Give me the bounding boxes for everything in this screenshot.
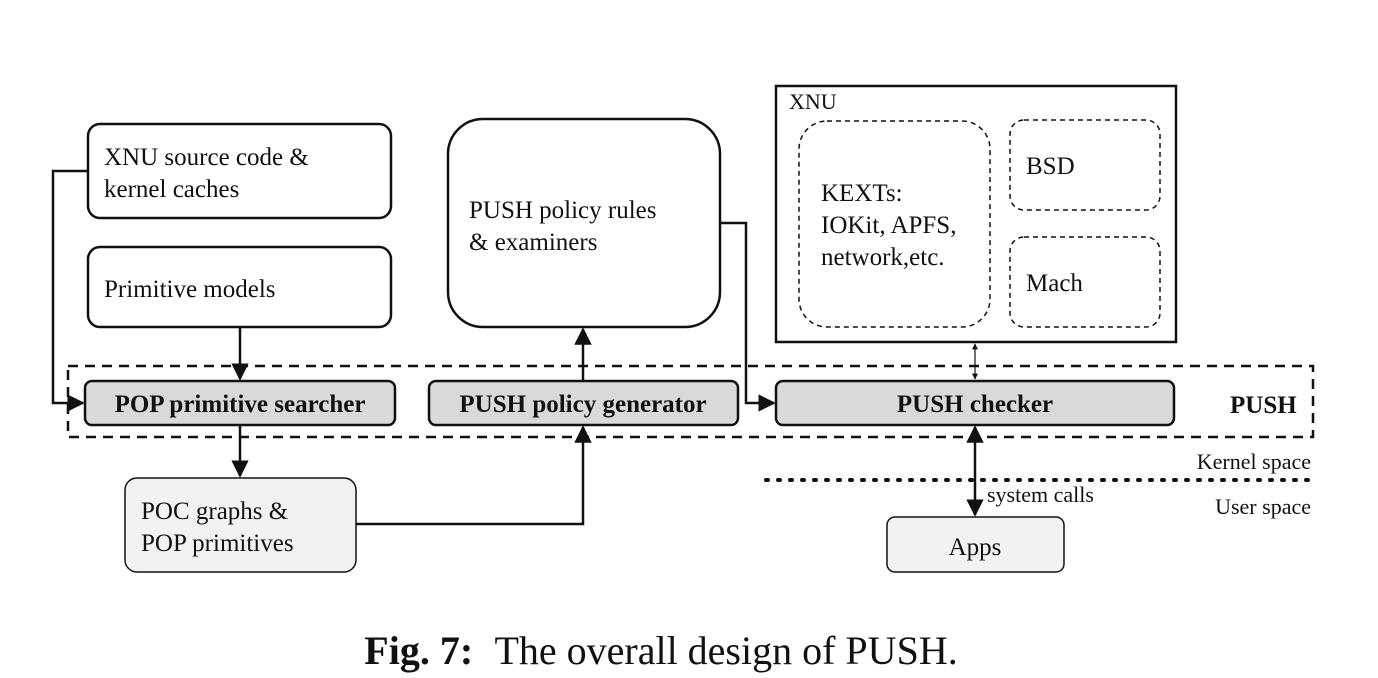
figure-caption: Fig. 7: The overall design of PUSH. (364, 628, 957, 673)
xnu-label: XNU (789, 89, 837, 114)
kexts-box (798, 120, 991, 328)
xnu-source-box (86, 122, 393, 220)
mach-box (1009, 236, 1161, 328)
poc-graphs-label: POC graphs & POP primitives (141, 498, 294, 557)
poc-graphs-box (124, 477, 357, 573)
push-checker-label: PUSH checker (897, 391, 1053, 418)
caption-prefix: Fig. 7: (364, 628, 473, 673)
arrow-poc-to-generator (356, 425, 592, 526)
push-region (66, 364, 1315, 439)
mach-label: Mach (1026, 270, 1083, 297)
bsd-label: BSD (1026, 153, 1075, 180)
xnu-box (774, 84, 1178, 344)
apps-box (886, 516, 1065, 573)
primitive-models-label: Primitive models (104, 276, 276, 303)
pop-searcher-label: POP primitive searcher (115, 391, 366, 418)
user-space-label: User space (1215, 494, 1311, 519)
push-region-label: PUSH (1230, 392, 1297, 419)
caption-body: The overall design of PUSH. (494, 628, 957, 673)
system-calls-label: system calls (987, 482, 1094, 507)
kexts-label: KEXTs: IOKit, APFS, network,etc. (821, 180, 963, 271)
arrow-source-to-searcher (51, 169, 88, 412)
policy-rules-label: PUSH policy rules & examiners (469, 197, 663, 256)
kernel-space-label: Kernel space (1197, 449, 1311, 474)
apps-label: Apps (949, 534, 1002, 561)
arrow-rules-to-checker (720, 221, 776, 412)
push-checker-box (774, 379, 1176, 427)
xnu-source-label: XNU source code & kernel caches (104, 144, 315, 203)
bsd-box (1009, 119, 1161, 211)
policy-generator-label: PUSH policy generator (459, 391, 706, 418)
